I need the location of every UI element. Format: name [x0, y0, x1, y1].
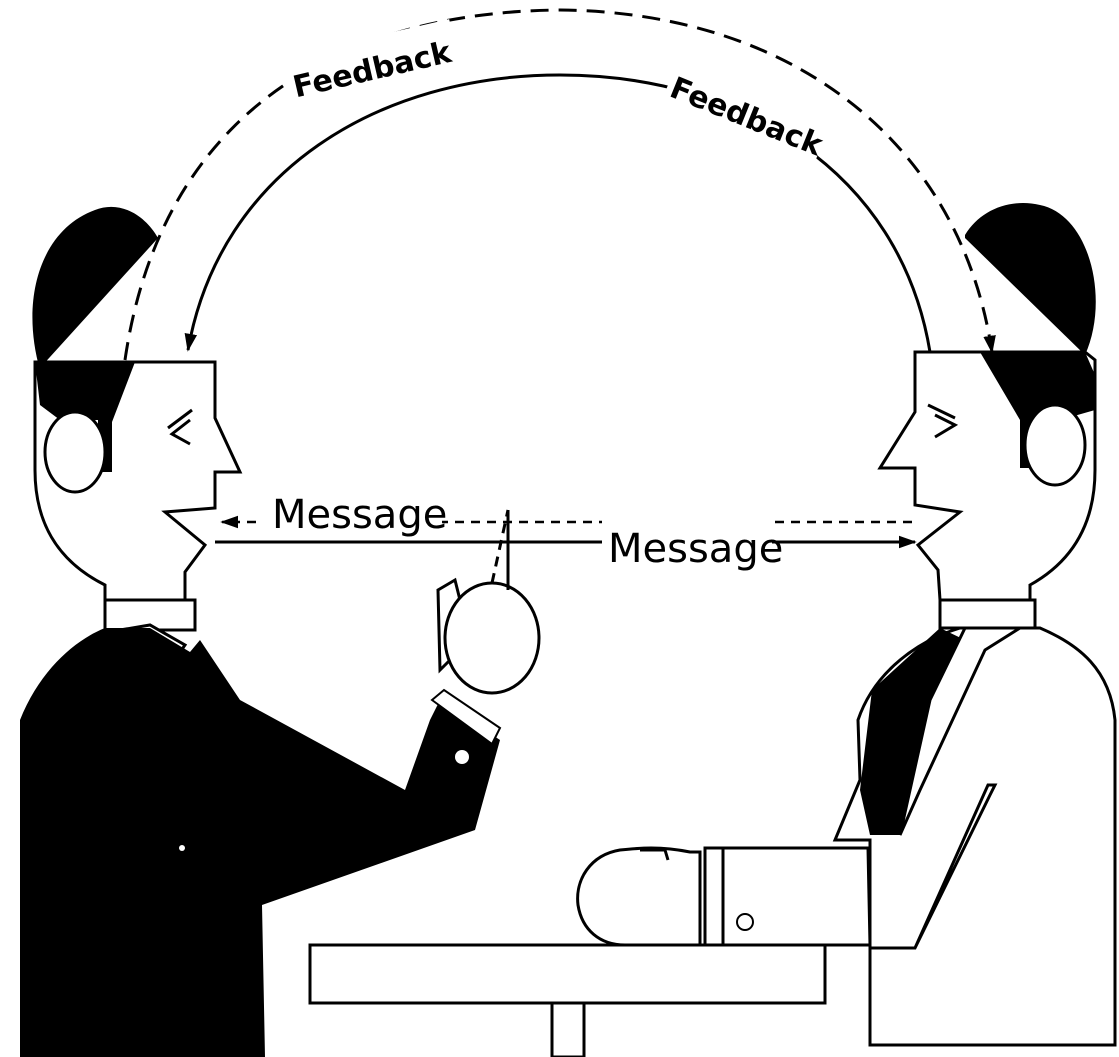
right-eye: [927, 403, 959, 439]
right-fist-knuckle: [640, 848, 670, 861]
left-eye: [167, 408, 193, 446]
table-leg: [550, 1001, 586, 1057]
left-button: [455, 750, 469, 764]
left-button-small: [179, 845, 185, 851]
message-label-solid: Message: [608, 526, 783, 572]
feedback-arcs: Feedback Feedback: [123, 8, 996, 361]
feedback-dashed-arc: [123, 8, 996, 361]
left-body: [20, 628, 500, 1057]
right-arm: [703, 846, 872, 947]
message-arrows: Message Message: [215, 488, 917, 572]
right-hairline: [980, 352, 1095, 468]
left-hand: [443, 581, 541, 695]
message-label-dashed: Message: [272, 492, 447, 538]
right-person: [576, 203, 1117, 1047]
right-button: [736, 913, 754, 931]
right-lapel: [898, 626, 1026, 836]
table: [308, 943, 827, 1057]
feedback-solid-arc: [184, 73, 932, 353]
right-ear: [1023, 403, 1087, 487]
right-cuff: [703, 846, 725, 947]
right-fist: [576, 846, 702, 947]
idea-lines: [490, 509, 510, 590]
right-neck: [938, 598, 1037, 630]
left-person: [20, 206, 541, 1057]
left-hair: [32, 206, 158, 370]
left-cuff: [430, 688, 502, 746]
right-hair: [965, 203, 1096, 355]
table-top: [308, 943, 827, 1005]
left-ear: [43, 410, 107, 494]
